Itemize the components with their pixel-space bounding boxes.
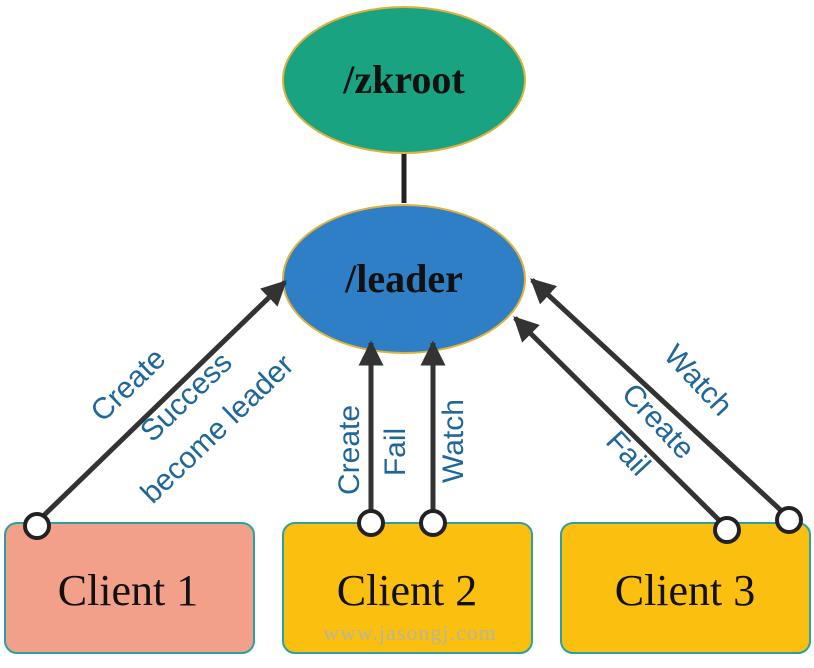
client3-create-arrow — [513, 316, 727, 528]
watermark: www.jasongj.com — [323, 620, 497, 645]
client3-create-connector-circle — [713, 516, 741, 544]
leader-node: /leader — [282, 204, 526, 354]
client-2-box: Client 2 — [282, 522, 533, 654]
client1-connector-circle — [23, 512, 51, 540]
client-3-label: Client 3 — [615, 566, 756, 615]
zkroot-node: /zkroot — [282, 6, 526, 154]
client2-fail-label: Fail — [379, 428, 412, 476]
zkroot-label: /zkroot — [342, 57, 465, 102]
client-2-label: Client 2 — [337, 566, 478, 615]
client-3-box: Client 3 — [560, 522, 811, 654]
client2-create-label: Create — [333, 405, 366, 495]
client-1-label: Client 1 — [58, 566, 199, 615]
client2-watch-label: Watch — [437, 399, 470, 483]
client2-create-connector-circle — [357, 509, 385, 537]
client1-create-arrow — [35, 280, 287, 524]
leader-label: /leader — [344, 256, 463, 301]
client3-watch-arrow — [530, 278, 789, 518]
client-1-box: Client 1 — [4, 522, 255, 654]
client3-watch-connector-circle — [775, 506, 803, 534]
client2-watch-connector-circle — [419, 509, 447, 537]
